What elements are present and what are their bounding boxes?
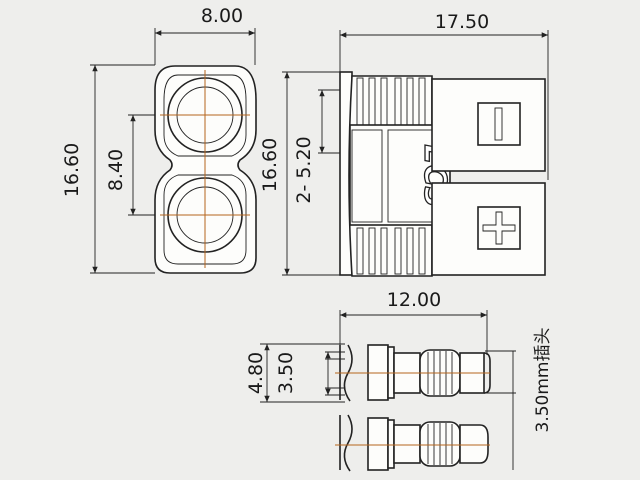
- side-view: 17.50 16.60 2- 5.20 EC3 − +: [259, 11, 549, 277]
- pin-outer-dia-dim: 4.80: [245, 352, 267, 394]
- side-slot-dim: 2- 5.20: [293, 136, 315, 203]
- front-width-dim: 8.00: [201, 5, 243, 27]
- pin-lower: [335, 414, 490, 472]
- pin-length-dim: 12.00: [387, 289, 441, 311]
- pin-upper: [325, 344, 491, 402]
- minus-terminal: [477, 102, 521, 146]
- front-view: 8.00 16.60 8.40: [61, 5, 257, 274]
- pin-label: 3.50mm插头: [533, 328, 553, 433]
- side-height-dim: 16.60: [259, 138, 281, 192]
- pin-inner-dia-dim: 3.50: [275, 352, 297, 394]
- front-height-dim: 16.60: [61, 143, 83, 197]
- side-length-dim: 17.50: [435, 11, 489, 33]
- front-pitch-dim: 8.40: [105, 149, 127, 191]
- pin-view: 12.00 4.80 3.50 3.50mm插头: [245, 289, 553, 472]
- plus-terminal: [477, 206, 521, 250]
